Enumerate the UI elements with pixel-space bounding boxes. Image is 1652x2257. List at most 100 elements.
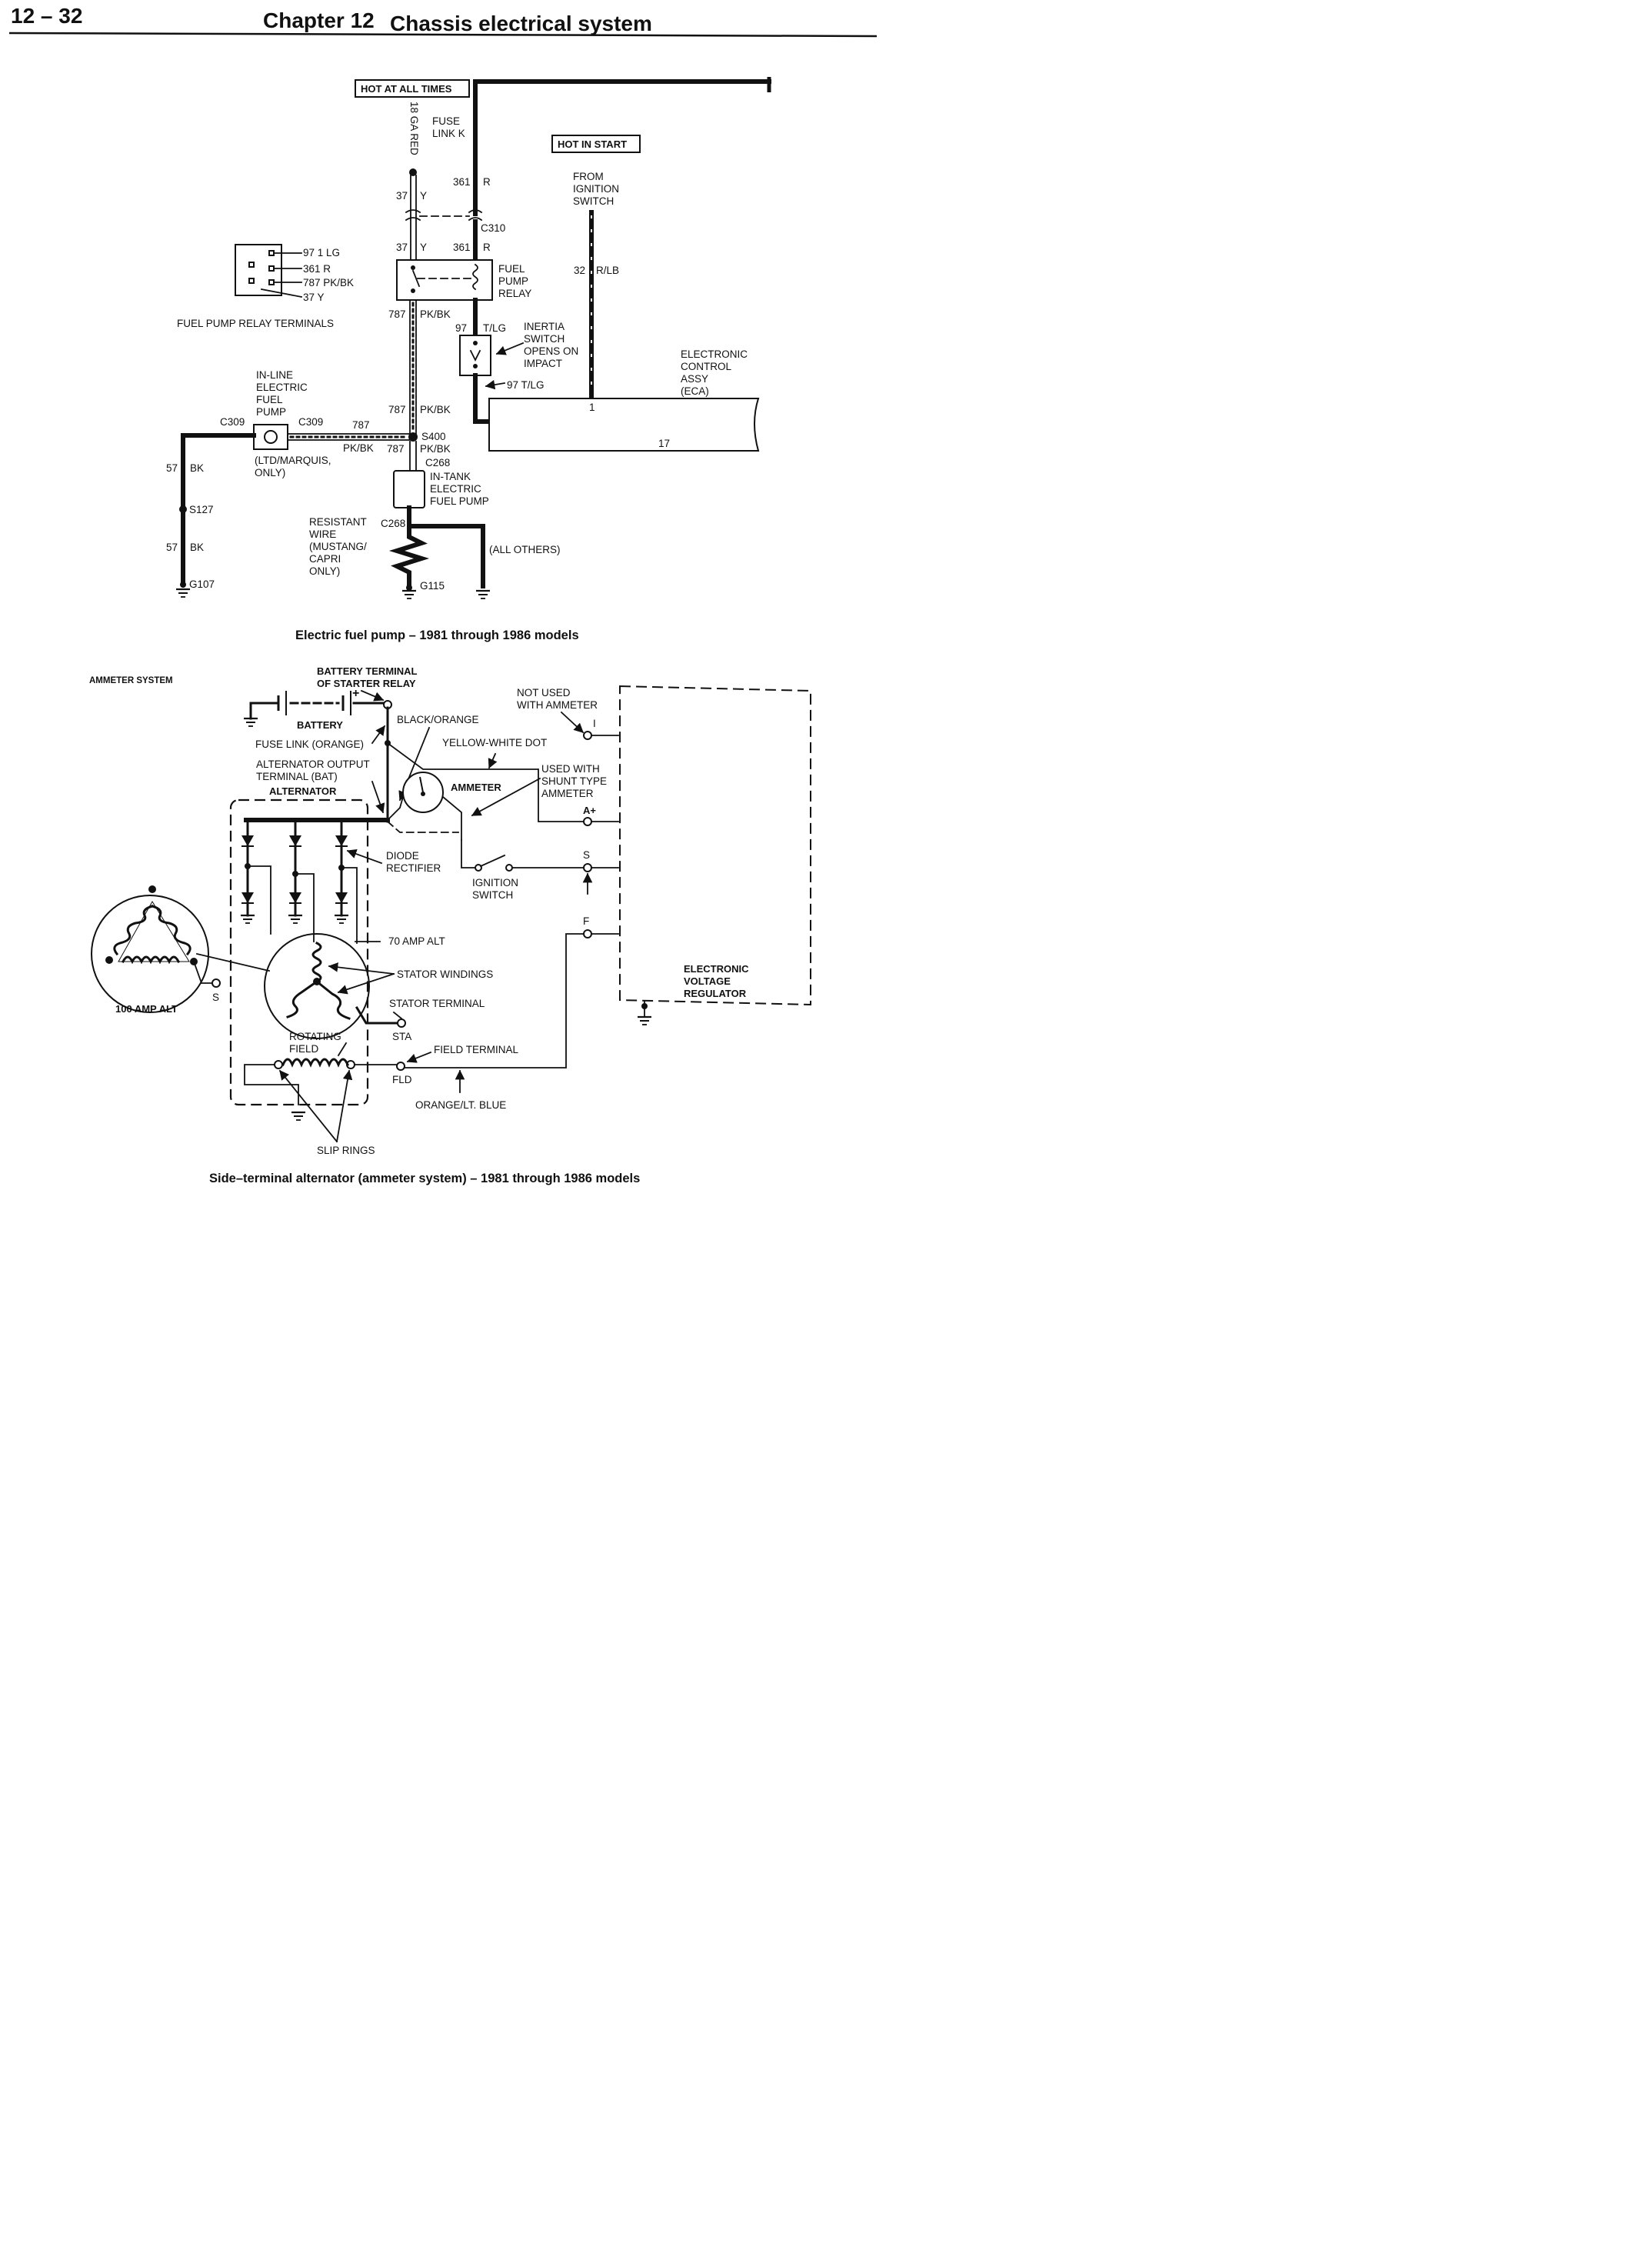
resistant-label-1: RESISTANT	[309, 516, 367, 528]
terminal-f-label: F	[583, 915, 589, 927]
inertia-pointer	[495, 342, 525, 355]
ignition-label-1: IGNITION	[472, 877, 518, 888]
terminal-f[interactable]	[583, 929, 592, 938]
yellow-white-dot-wire	[386, 742, 587, 822]
wire-pkbk-label: PK/BK	[420, 308, 451, 320]
fld-terminal[interactable]	[396, 1062, 405, 1071]
evr-ground-icon	[636, 1015, 653, 1026]
stator-70-amp	[264, 933, 370, 1039]
intank-pump-box	[393, 470, 425, 508]
rectifier-lead-2	[295, 873, 315, 942]
eca-label-3: ASSY	[681, 373, 708, 385]
evr-label-3: REGULATOR	[684, 988, 747, 999]
g115-label: G115	[420, 580, 445, 592]
orange-lt-blue-wire	[404, 933, 585, 1068]
hot-in-start-label: HOT IN START	[558, 138, 627, 150]
wire-97-tlg-label: 97 T/LG	[507, 379, 545, 391]
diode-column-1	[239, 818, 256, 925]
slip-ring-pointer-1	[278, 1069, 338, 1143]
all-others-label: (ALL OTHERS)	[489, 544, 561, 555]
ignition-contact-2	[505, 864, 513, 872]
terminal-label-3: 787 PK/BK	[303, 277, 354, 288]
terminal-i[interactable]	[583, 731, 592, 740]
slip-rings-label: SLIP RINGS	[317, 1145, 375, 1156]
terminal-i-label: I	[593, 718, 596, 729]
slip-ring-pointer-2	[335, 1069, 353, 1143]
eca-label-1: ELECTRONIC	[681, 348, 748, 360]
terminal-s-label: S	[583, 849, 590, 861]
c309-left-label: C309	[220, 416, 245, 428]
terminal-a-plus[interactable]	[583, 817, 592, 826]
yellow-white-label: YELLOW-WHITE DOT	[442, 737, 547, 748]
stator-winding-b	[286, 979, 319, 1018]
relay-switch-arm	[411, 269, 421, 288]
evr-label-1: ELECTRONIC	[684, 963, 749, 975]
rotating-field-label-1: ROTATING	[289, 1031, 341, 1042]
wire-r-label-2: R	[483, 242, 491, 253]
relay-label-3: RELAY	[498, 288, 531, 299]
wire-57-bk	[181, 433, 256, 587]
stator-terminal-lead	[355, 1005, 400, 1025]
eca-label-4: (ECA)	[681, 385, 709, 397]
yellow-white-pointer	[488, 752, 498, 769]
from-ignition-2: IGNITION	[573, 183, 619, 195]
ground-g107-icon	[175, 588, 192, 598]
terminal-label-2: 361 R	[303, 263, 331, 275]
wire-gauge-label: 18 GA RED	[408, 102, 420, 155]
ignition-switch-arm	[479, 854, 506, 868]
header-rule	[8, 32, 878, 38]
wire-tlg-label: T/LG	[483, 322, 506, 334]
alternator-label: ALTERNATOR	[269, 785, 337, 797]
fuse-link-pointer	[371, 725, 386, 745]
field-terminal-pointer	[406, 1051, 432, 1063]
alternator-caption: Side–terminal alternator (ammeter system…	[209, 1172, 640, 1185]
fld-label: FLD	[392, 1074, 412, 1085]
inertia-label-4: IMPACT	[524, 358, 562, 369]
battery-terminal-pointer	[360, 689, 385, 702]
ammeter-lead-left	[386, 795, 405, 822]
inertia-label-3: OPENS ON	[524, 345, 578, 357]
alternator-100-amp	[91, 895, 209, 1013]
c268-label-2: C268	[381, 518, 405, 529]
c310-connector-d	[468, 217, 483, 222]
sta-terminal[interactable]	[397, 1018, 406, 1028]
alt-output-pointer	[371, 780, 385, 814]
inline-pump-motor	[264, 430, 278, 444]
from-ignition-1: FROM	[573, 171, 604, 182]
wire-787-label-4: 787	[387, 443, 405, 455]
chapter-label: Chapter 12	[263, 8, 375, 32]
g115-node	[406, 585, 412, 591]
c310-connector-b	[405, 217, 421, 222]
shunt-pointer	[471, 777, 541, 817]
delta-node-left	[105, 956, 113, 964]
resistant-label-2: WIRE	[309, 528, 336, 540]
c310-label: C310	[481, 222, 505, 234]
resistant-label-4: CAPRI	[309, 553, 341, 565]
black-orange-label: BLACK/ORANGE	[397, 714, 479, 725]
field-ground-icon	[290, 1111, 307, 1122]
inline-pump-label-2: ELECTRIC	[256, 382, 308, 393]
fuel-pump-diagram: HOT AT ALL TIMES 18 GA RED FUSE LINK K 3…	[166, 77, 771, 642]
stator-terminal-label: STATOR TERMINAL	[389, 998, 485, 1009]
terminal-s[interactable]	[583, 863, 592, 872]
field-terminal-label: FIELD TERMINAL	[434, 1044, 519, 1055]
diode-label-2: RECTIFIER	[386, 862, 441, 874]
wire-57-label: 57	[166, 462, 178, 474]
intank-label-3: FUEL PUMP	[430, 495, 489, 507]
ignition-contact-1	[475, 864, 482, 872]
alt-100-link	[195, 952, 271, 972]
terminal-s-left[interactable]	[211, 978, 221, 988]
wire-37-label: 37	[396, 190, 408, 202]
relay-contact-2	[411, 288, 415, 293]
wire-787-label-3: 787	[352, 419, 370, 431]
c268-label: C268	[425, 457, 450, 468]
stator-winding-a	[311, 941, 322, 984]
stator-windings-label: STATOR WINDINGS	[397, 968, 493, 980]
fuse-link-label-1: FUSE	[432, 115, 460, 127]
battery-label: BATTERY	[297, 719, 343, 731]
wire-37-label-2: 37	[396, 242, 408, 253]
eca-box	[488, 398, 760, 452]
relay-contact-1	[411, 265, 415, 270]
delta-winding-right	[151, 905, 192, 956]
delta-frame	[118, 901, 190, 962]
